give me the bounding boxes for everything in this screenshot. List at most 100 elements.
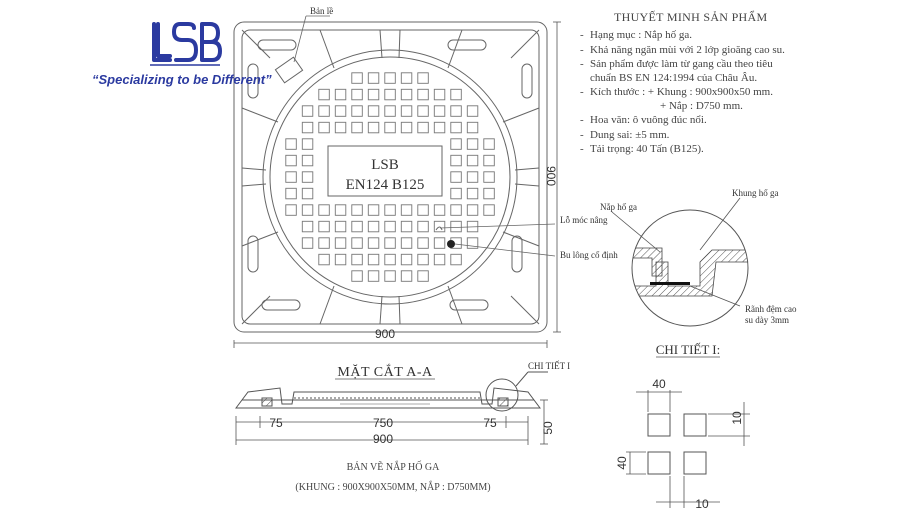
grid-square — [400, 237, 413, 249]
grid-square — [285, 138, 297, 150]
plate-line1: LSB — [371, 157, 399, 173]
grid-square — [334, 204, 347, 216]
grid-square — [483, 138, 495, 150]
section-dim-height: 50 — [541, 421, 555, 435]
grid-square — [285, 171, 297, 183]
grid-square — [285, 154, 297, 167]
grid-square — [417, 270, 429, 282]
detail-leaders — [611, 197, 741, 307]
grid-square — [367, 88, 380, 101]
grid-square — [318, 204, 330, 216]
grid-square — [384, 88, 396, 101]
spec-item: Hạng mục : Nắp hố ga. — [578, 29, 908, 43]
detail-i-title: CHI TIẾT I: — [656, 342, 721, 357]
detail-circle — [631, 209, 749, 327]
grid-square — [400, 121, 413, 134]
grid-square — [483, 187, 495, 200]
grid-square — [318, 220, 330, 233]
grid-square — [433, 220, 446, 233]
plan-height-dim: 900 — [544, 166, 558, 186]
caption-line1: BẢN VẼ NẮP HỐ GA — [347, 460, 441, 473]
section-dimensions — [235, 399, 548, 445]
grid-square — [466, 154, 479, 167]
grid-square — [433, 121, 446, 134]
grid-square — [466, 121, 479, 134]
grid-square — [384, 270, 396, 282]
grid-square — [334, 88, 347, 101]
bolt-label: Bu lông cố định — [560, 250, 618, 260]
section-title: MẶT CẮT A-A — [337, 363, 433, 380]
grid-square — [351, 253, 363, 266]
grid-square — [301, 171, 314, 183]
lsb-logo — [150, 22, 222, 66]
grid-square — [384, 253, 396, 266]
frame-outer — [233, 21, 548, 333]
grid-square — [417, 237, 429, 249]
grid-square — [400, 72, 413, 84]
detail-i-dim-top: 40 — [652, 377, 666, 391]
detail-groove-label-1: Rãnh đệm cao — [745, 304, 797, 314]
cover-outer-ring — [262, 49, 518, 305]
grid-square — [433, 237, 446, 249]
grid-square — [351, 204, 363, 216]
lift-hole-label: Lỗ móc nâng — [560, 215, 608, 225]
plan-dimensions — [233, 21, 561, 348]
grid-square — [367, 270, 380, 282]
grid-square — [285, 187, 297, 200]
section-dim-total: 900 — [373, 432, 393, 446]
grid-square — [318, 105, 330, 117]
grid-square — [301, 237, 314, 249]
grid-square — [318, 88, 330, 101]
specs-title: THUYẾT MINH SẢN PHẨM — [614, 10, 768, 24]
grid-square — [367, 121, 380, 134]
grid-square — [466, 237, 479, 249]
grid-square — [417, 121, 429, 134]
grid-square — [384, 204, 396, 216]
lift-hole — [435, 226, 443, 231]
frame-slots — [247, 39, 533, 311]
grid-square — [450, 105, 462, 117]
grid-square — [483, 171, 495, 183]
grid-square — [400, 88, 413, 101]
grid-square — [417, 220, 429, 233]
grid-square — [466, 105, 479, 117]
grid-square — [351, 72, 363, 84]
grid-square — [318, 253, 330, 266]
detail-i-dim-right: 10 — [730, 411, 744, 425]
detail-i-dim-left: 40 — [615, 456, 629, 470]
detail-i-dim-bottom: 10 — [695, 497, 709, 511]
section-profile — [235, 371, 548, 412]
grid-square — [334, 237, 347, 249]
grid-square — [466, 204, 479, 216]
spec-item: Hoa văn: ô vuông đúc nổi. — [578, 114, 908, 128]
spec-item: Tải trọng: 40 Tấn (B125). — [578, 143, 908, 157]
frame-inner — [241, 29, 540, 325]
grid-square — [301, 121, 314, 134]
grid-square — [301, 154, 314, 167]
grid-square — [351, 220, 363, 233]
grid-square — [318, 121, 330, 134]
grid-square — [384, 72, 396, 84]
grid-square — [466, 187, 479, 200]
spec-item: Kích thước : + Khung : 900x900x50 mm.+ N… — [578, 86, 908, 113]
grid-square — [466, 171, 479, 183]
grid-square — [433, 105, 446, 117]
cover-grid — [285, 72, 495, 282]
plan-labels — [293, 15, 556, 257]
detail-cover-label: Nắp hố ga — [600, 202, 637, 212]
grid-square — [351, 88, 363, 101]
grid-square — [450, 220, 462, 233]
grid-square — [417, 88, 429, 101]
plan-width-dim: 900 — [375, 327, 395, 341]
grid-square — [483, 154, 495, 167]
grid-square — [384, 105, 396, 117]
detail-i-dimensions — [626, 390, 750, 508]
grid-square — [334, 105, 347, 117]
grid-square — [351, 105, 363, 117]
grid-square — [417, 204, 429, 216]
fixing-bolt — [447, 240, 455, 248]
cover-inner-ring — [269, 56, 511, 298]
grid-square — [400, 105, 413, 117]
grid-square — [400, 220, 413, 233]
